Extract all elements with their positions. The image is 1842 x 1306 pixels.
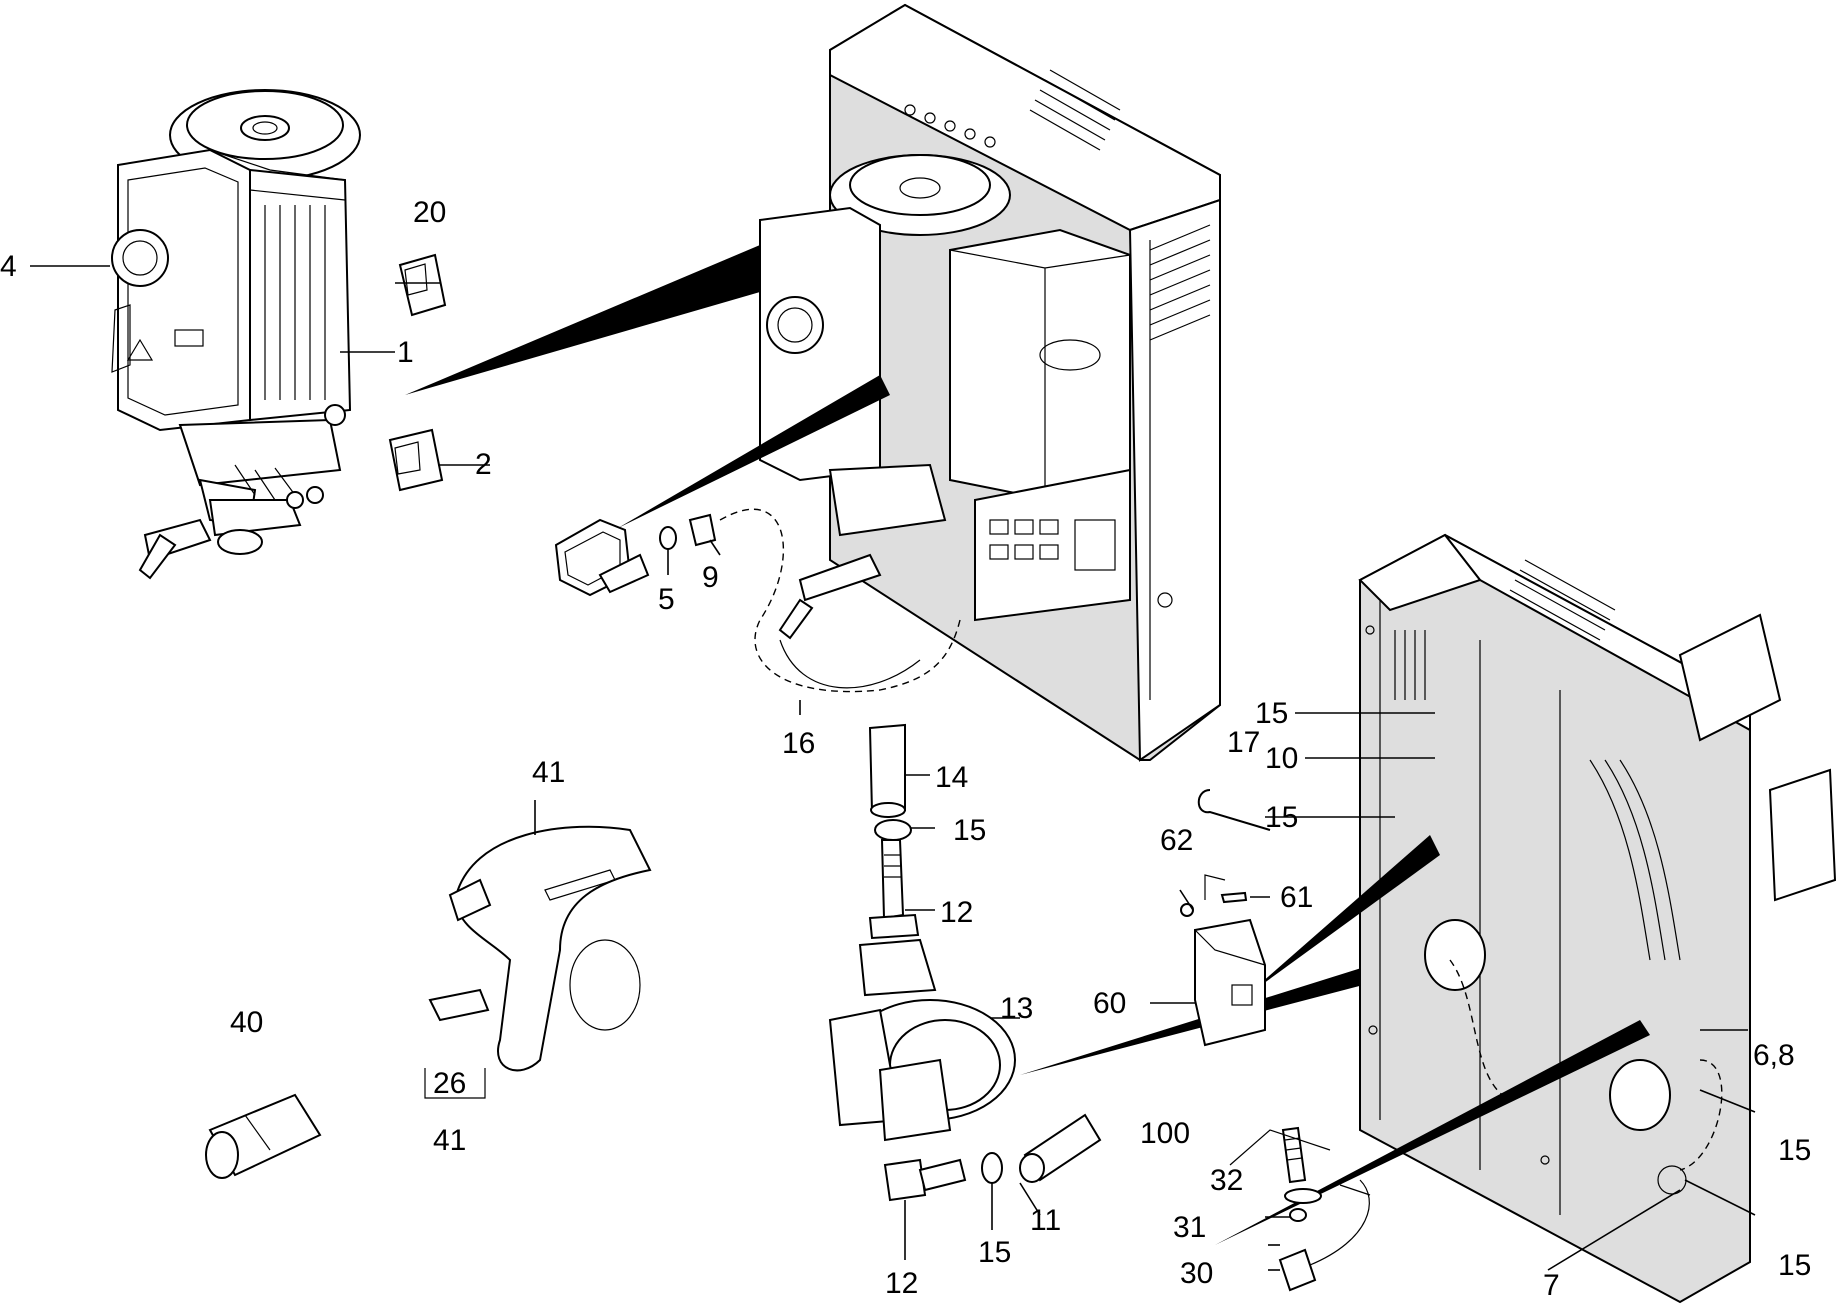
- callout-62: 62: [1160, 824, 1193, 857]
- callout-41: 41: [532, 756, 565, 789]
- callout-15: 15: [1265, 801, 1298, 834]
- capillary-line: [719, 508, 961, 693]
- callout-31: 31: [1173, 1211, 1206, 1244]
- callout-5: 5: [658, 583, 675, 616]
- part-26-trigger-guard: [428, 988, 490, 1022]
- part-41-spray-gun: [448, 825, 652, 1072]
- callout-2: 2: [475, 448, 492, 481]
- part-20-cover: [398, 253, 447, 317]
- callout-12: 12: [885, 1267, 918, 1300]
- part-100-sensor: [1278, 1126, 1371, 1292]
- callout-15: 15: [978, 1236, 1011, 1269]
- exploded-view-wedge: [1215, 1020, 1650, 1245]
- part-2-cover: [388, 428, 444, 492]
- callout-16: 16: [782, 727, 815, 760]
- part-13-pump: [828, 938, 1016, 1202]
- part-15-clamp: [981, 1152, 1003, 1184]
- callout-10: 10: [1265, 742, 1298, 775]
- bracket: [424, 1068, 486, 1099]
- part-17-hose: [1197, 789, 1271, 831]
- callout-labels: 4 20 1 2 5 9 16 41 26 41 40 14 15 12 13 …: [0, 196, 1811, 1302]
- callout-15: 15: [1255, 697, 1288, 730]
- callout-6-8: 6,8: [1753, 1039, 1795, 1072]
- callout-1: 1: [397, 336, 414, 369]
- part-12-nipple: [868, 839, 920, 940]
- callout-15: 15: [1778, 1249, 1811, 1282]
- bracket: [1229, 1129, 1331, 1166]
- callout-32: 32: [1210, 1164, 1243, 1197]
- callout-26: 26: [433, 1067, 466, 1100]
- callout-7: 7: [1543, 1269, 1560, 1302]
- part-5-clip: [659, 526, 677, 550]
- part-40-nozzle: [205, 1093, 322, 1179]
- callout-100: 100: [1140, 1117, 1190, 1150]
- exploded-view-wedge: [618, 375, 890, 528]
- callout-9: 9: [702, 561, 719, 594]
- part-11-hose: [1019, 1113, 1102, 1183]
- exploded-view-wedge: [405, 245, 760, 395]
- part-9-sleeve: [688, 513, 717, 547]
- callout-15: 15: [953, 814, 986, 847]
- pump-unit-assembly: [111, 89, 361, 580]
- callout-61: 61: [1280, 881, 1313, 914]
- callout-20: 20: [413, 196, 446, 229]
- leader-lines: [30, 265, 1756, 1271]
- bracket: [1204, 874, 1226, 900]
- part-60-box: [1194, 918, 1266, 1047]
- exploded-view-wedge: [1245, 835, 1440, 997]
- part-15-clamp: [874, 819, 912, 841]
- callout-60: 60: [1093, 987, 1126, 1020]
- callout-13: 13: [1000, 992, 1033, 1025]
- callout-14: 14: [935, 761, 968, 794]
- callout-30: 30: [1180, 1257, 1213, 1290]
- callout-12: 12: [940, 896, 973, 929]
- callout-15: 15: [1778, 1134, 1811, 1167]
- rear-machine-assembly: [1358, 533, 1837, 1304]
- callout-41: 41: [433, 1124, 466, 1157]
- main-machine-assembly: [759, 3, 1221, 762]
- capillary-line: [779, 639, 921, 689]
- part-61-screw: [1220, 891, 1248, 904]
- callout-40: 40: [230, 1006, 263, 1039]
- callout-4: 4: [0, 250, 17, 283]
- callout-17: 17: [1227, 726, 1260, 759]
- pressure-switch: [554, 518, 650, 597]
- part-14-hose: [868, 723, 906, 818]
- callout-11: 11: [1030, 1204, 1061, 1237]
